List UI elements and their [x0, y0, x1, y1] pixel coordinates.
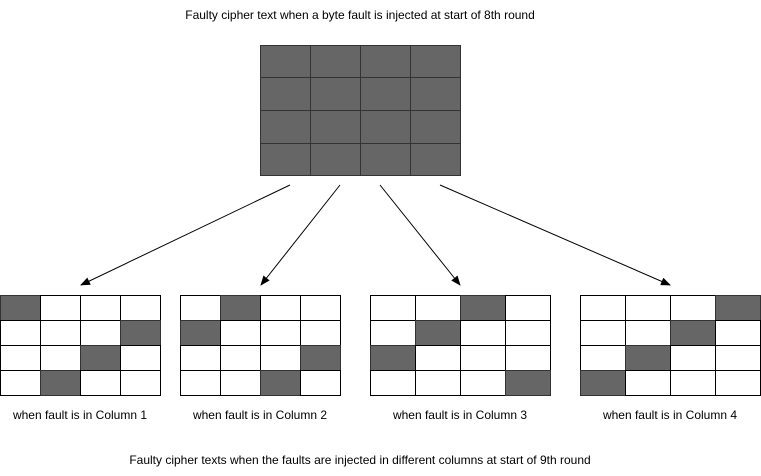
column-3-state-cell-r4-c2-clean — [415, 370, 461, 396]
column-3-state-cell-r1-c2-clean — [415, 295, 461, 321]
column-3-state-cell-r2-c4-clean — [505, 320, 551, 346]
top-state-cell-r1-c1-faulty — [260, 45, 311, 78]
state-matrix-column-1 — [0, 295, 161, 396]
column-2-state-cell-r3-c1-clean — [180, 345, 221, 371]
caption-column-2: when fault is in Column 2 — [192, 408, 327, 422]
caption-column-1: when fault is in Column 1 — [12, 408, 147, 422]
top-state-cell-r3-c3-faulty — [360, 110, 411, 144]
column-1-state-cell-r2-c2-clean — [40, 320, 81, 346]
column-3-state-cell-r1-c1-clean — [370, 295, 416, 321]
diagram-title: Faulty cipher text when a byte fault is … — [185, 8, 535, 22]
column-3-state-cell-r4-c4-faulty — [505, 370, 551, 396]
column-2-state-cell-r2-c4-clean — [300, 320, 341, 346]
column-2-state-cell-r4-c2-clean — [220, 370, 261, 396]
column-1-state-cell-r3-c2-clean — [40, 345, 81, 371]
top-state-cell-r1-c3-faulty — [360, 45, 411, 78]
column-1-state-cell-r2-c4-faulty — [120, 320, 161, 346]
column-2-state-cell-r4-c3-faulty — [260, 370, 301, 396]
column-1-state-cell-r3-c1-clean — [0, 345, 41, 371]
column-4-state-cell-r1-c2-clean — [625, 295, 671, 321]
top-state-cell-r2-c4-faulty — [410, 77, 461, 111]
column-3-state-cell-r4-c3-clean — [460, 370, 506, 396]
column-2-state-cell-r4-c1-clean — [180, 370, 221, 396]
column-4-state-cell-r3-c3-clean — [670, 345, 716, 371]
column-1-state-cell-r2-c1-clean — [0, 320, 41, 346]
column-2-state-cell-r1-c1-clean — [180, 295, 221, 321]
top-state-cell-r2-c1-faulty — [260, 77, 311, 111]
column-3-state-cell-r2-c1-clean — [370, 320, 416, 346]
state-matrix-column-4 — [580, 295, 761, 396]
column-2-state-cell-r4-c4-clean — [300, 370, 341, 396]
column-3-state-cell-r2-c3-clean — [460, 320, 506, 346]
top-state-cell-r1-c4-faulty — [410, 45, 461, 78]
column-4-state-cell-r4-c4-clean — [715, 370, 761, 396]
top-state-cell-r4-c1-faulty — [260, 143, 311, 176]
arrows — [80, 184, 671, 286]
column-1-state-cell-r1-c4-clean — [120, 295, 161, 321]
column-2-state-cell-r1-c4-clean — [300, 295, 341, 321]
state-matrix-column-2 — [180, 295, 341, 396]
top-state-cell-r2-c3-faulty — [360, 77, 411, 111]
column-4-state-cell-r2-c4-clean — [715, 320, 761, 346]
column-3-state-cell-r4-c1-clean — [370, 370, 416, 396]
column-1-state-cell-r2-c3-clean — [80, 320, 121, 346]
column-4-state-cell-r1-c4-faulty — [715, 295, 761, 321]
column-1-state-cell-r4-c3-clean — [80, 370, 121, 396]
arrow-to-column-4 — [439, 184, 671, 286]
column-4-state-cell-r1-c3-clean — [670, 295, 716, 321]
top-state-cell-r1-c2-faulty — [310, 45, 361, 78]
top-state-matrix — [260, 45, 461, 176]
caption-column-4: when fault is in Column 4 — [602, 408, 737, 422]
column-2-state-cell-r2-c2-clean — [220, 320, 261, 346]
column-2-state-cell-r3-c3-clean — [260, 345, 301, 371]
column-3-state-cell-r3-c2-clean — [415, 345, 461, 371]
top-state-cell-r4-c3-faulty — [360, 143, 411, 176]
column-4-state-cell-r4-c1-faulty — [580, 370, 626, 396]
column-3-state-cell-r3-c1-faulty — [370, 345, 416, 371]
column-3-state-cell-r1-c3-faulty — [460, 295, 506, 321]
column-4-state-cell-r3-c4-clean — [715, 345, 761, 371]
top-state-cell-r3-c4-faulty — [410, 110, 461, 144]
column-1-state-cell-r1-c2-clean — [40, 295, 81, 321]
column-4-state-cell-r4-c2-clean — [625, 370, 671, 396]
column-1-state-cell-r3-c4-clean — [120, 345, 161, 371]
column-2-state-cell-r1-c3-clean — [260, 295, 301, 321]
column-1-state-cell-r4-c2-faulty — [40, 370, 81, 396]
column-3-state-cell-r3-c4-clean — [505, 345, 551, 371]
column-4-state-cell-r3-c1-clean — [580, 345, 626, 371]
column-4-state-cell-r2-c1-clean — [580, 320, 626, 346]
top-state-cell-r4-c4-faulty — [410, 143, 461, 176]
column-1-state-cell-r4-c4-clean — [120, 370, 161, 396]
column-3-state-cell-r1-c4-clean — [505, 295, 551, 321]
column-1-state-cell-r4-c1-clean — [0, 370, 41, 396]
arrow-to-column-1 — [80, 184, 291, 286]
column-4-state-cell-r1-c1-clean — [580, 295, 626, 321]
column-4-state-cell-r2-c3-faulty — [670, 320, 716, 346]
column-2-state-cell-r1-c2-faulty — [220, 295, 261, 321]
column-1-state-cell-r1-c3-clean — [80, 295, 121, 321]
arrow-to-column-2 — [260, 184, 341, 286]
column-4-state-cell-r2-c2-clean — [625, 320, 671, 346]
top-state-cell-r4-c2-faulty — [310, 143, 361, 176]
top-state-cell-r2-c2-faulty — [310, 77, 361, 111]
diagram-footer: Faulty cipher texts when the faults are … — [129, 453, 590, 467]
column-2-state-cell-r3-c4-faulty — [300, 345, 341, 371]
column-3-state-cell-r3-c3-clean — [460, 345, 506, 371]
top-state-cell-r3-c1-faulty — [260, 110, 311, 144]
column-1-state-cell-r3-c3-faulty — [80, 345, 121, 371]
state-matrix-column-3 — [370, 295, 551, 396]
column-1-state-cell-r1-c1-faulty — [0, 295, 41, 321]
column-4-state-cell-r3-c2-faulty — [625, 345, 671, 371]
caption-column-3: when fault is in Column 3 — [392, 408, 527, 422]
top-state-cell-r3-c2-faulty — [310, 110, 361, 144]
column-3-state-cell-r2-c2-faulty — [415, 320, 461, 346]
column-2-state-cell-r3-c2-clean — [220, 345, 261, 371]
column-4-state-cell-r4-c3-clean — [670, 370, 716, 396]
column-2-state-cell-r2-c3-clean — [260, 320, 301, 346]
arrow-to-column-3 — [379, 184, 461, 286]
column-2-state-cell-r2-c1-faulty — [180, 320, 221, 346]
